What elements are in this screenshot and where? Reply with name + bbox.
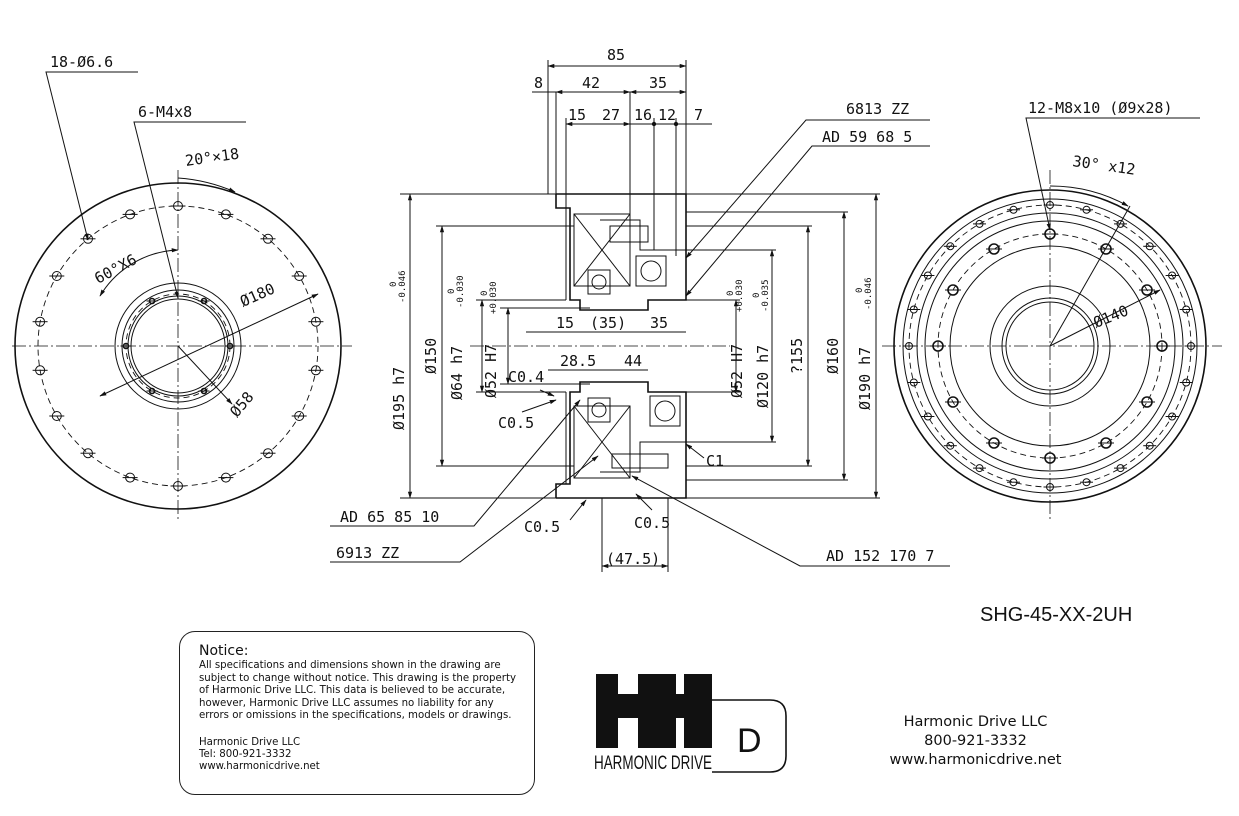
center-section-view: 85 8 42 35 15 27 16 12 7 15 (35) 35 28.5… [330,46,950,572]
dia-195-tol: -0.046 [398,270,408,303]
seal-bottom-left-label: AD 65 85 10 [340,508,439,526]
chamfer-c1: C1 [706,452,724,470]
bore-dim-15: 15 [556,314,574,332]
dim-47-5: (47.5) [606,550,660,568]
dia-52-left-tol: +0.030 [489,281,499,314]
bearing-top-label: 6813 ZZ [846,100,909,118]
dia-160: Ø160 [824,338,842,374]
dia-190: Ø190 h7 [856,347,874,410]
dia-190-tol-zero: 0 [855,288,865,293]
dia-52-right-tol: +0.030 [735,279,745,312]
chamfer-c0-5-bottom: C0.5 [524,518,560,536]
right-tapped-callout: 12-M8x10 (Ø9x28) [1028,99,1173,117]
pitch-angle-callout: 20°×18 [184,145,240,170]
dim-42: 42 [582,74,600,92]
bore-dim-28-5: 28.5 [560,352,596,370]
notice-contact-url: www.harmonicdrive.net [199,761,320,773]
bore-dim-35: 35 [650,314,668,332]
dim-85: 85 [607,46,625,64]
dia-195: Ø195 h7 [390,367,408,430]
holes-callout: 18-Ø6.6 [50,53,113,71]
bore-dim-35p: (35) [590,314,626,332]
dim-12: 12 [658,106,676,124]
right-pitch-angle: 30° x12 [1071,152,1136,179]
bore-callout: Ø58 [226,388,257,420]
notice-heading: Notice: [199,643,249,659]
dim-15: 15 [568,106,586,124]
dia-120-tol-zero: 0 [752,293,762,298]
harmonic-drive-logo: D HARMONIC DRIVE [594,674,787,774]
notice-body: All specifications and dimensions shown … [199,660,516,722]
dia-195-tol-zero: 0 [389,282,399,287]
dim-16: 16 [634,106,652,124]
tapped-callout: 6-M4x8 [138,103,192,121]
logo-wordmark: HARMONIC DRIVE [594,753,712,774]
right-outer-holes [902,201,1198,491]
chamfer-c0-5-left: C0.5 [498,414,534,432]
hex-angle-callout: 60°X6 [91,250,139,287]
chamfer-c0-5-right: C0.5 [634,514,670,532]
dia-52-left: Ø52 H7 [482,344,500,398]
sq-155: ?155 [788,338,806,374]
notice-contact-company: Harmonic Drive LLC [199,736,301,748]
dia-64-tol: -0.030 [456,275,466,308]
right-tapped-holes [930,228,1170,464]
dim-27: 27 [602,106,620,124]
dim-8: 8 [534,74,543,92]
chamfer-c0-4: C0.4 [508,368,544,386]
dia-64-tol-zero: 0 [447,289,457,294]
right-view: 12-M8x10 (Ø9x28) 30° x12 Ø140 [882,99,1222,522]
dia-52-right: Ø52 H7 [728,344,746,398]
dia-120: Ø120 h7 [754,345,772,408]
model-number: SHG-45-XX-2UH [980,604,1133,626]
dia-150: Ø150 [422,338,440,374]
dia-120-tol: -0.035 [761,279,771,312]
dim-7: 7 [694,106,703,124]
dia-190-tol: -0.046 [864,277,874,310]
seal-bottom-right-label: AD 152 170 7 [826,547,934,565]
dia-52-left-tol-zero: 0 [480,291,490,296]
seal-top-label: AD 59 68 5 [822,128,912,146]
right-pcd: Ø140 [1091,301,1131,331]
bore-dim-44: 44 [624,352,642,370]
dia-52-right-tol-zero: 0 [726,291,736,296]
logo-letter: D [737,722,762,760]
company-phone: 800-921-3332 [924,733,1027,749]
notice-contact: Harmonic Drive LLC Tel: 800-921-3332 www… [199,737,522,774]
technical-drawing: 18-Ø6.6 6-M4x8 20°×18 60°X6 Ø180 Ø58 [12,46,1222,572]
left-view: 18-Ø6.6 6-M4x8 20°×18 60°X6 Ø180 Ø58 [12,53,352,522]
company-name: Harmonic Drive LLC [903,714,1048,730]
bearing-bottom-left-label: 6913 ZZ [336,544,399,562]
company-block: Harmonic Drive LLC 800-921-3332 www.harm… [868,713,1083,770]
dim-35: 35 [649,74,667,92]
pcd-callout: Ø180 [237,280,277,311]
company-url: www.harmonicdrive.net [889,752,1062,768]
dia-64: Ø64 h7 [448,346,466,400]
notice-contact-phone: Tel: 800-921-3332 [199,749,292,761]
notice-box: Notice: All specifications and dimension… [179,631,535,795]
